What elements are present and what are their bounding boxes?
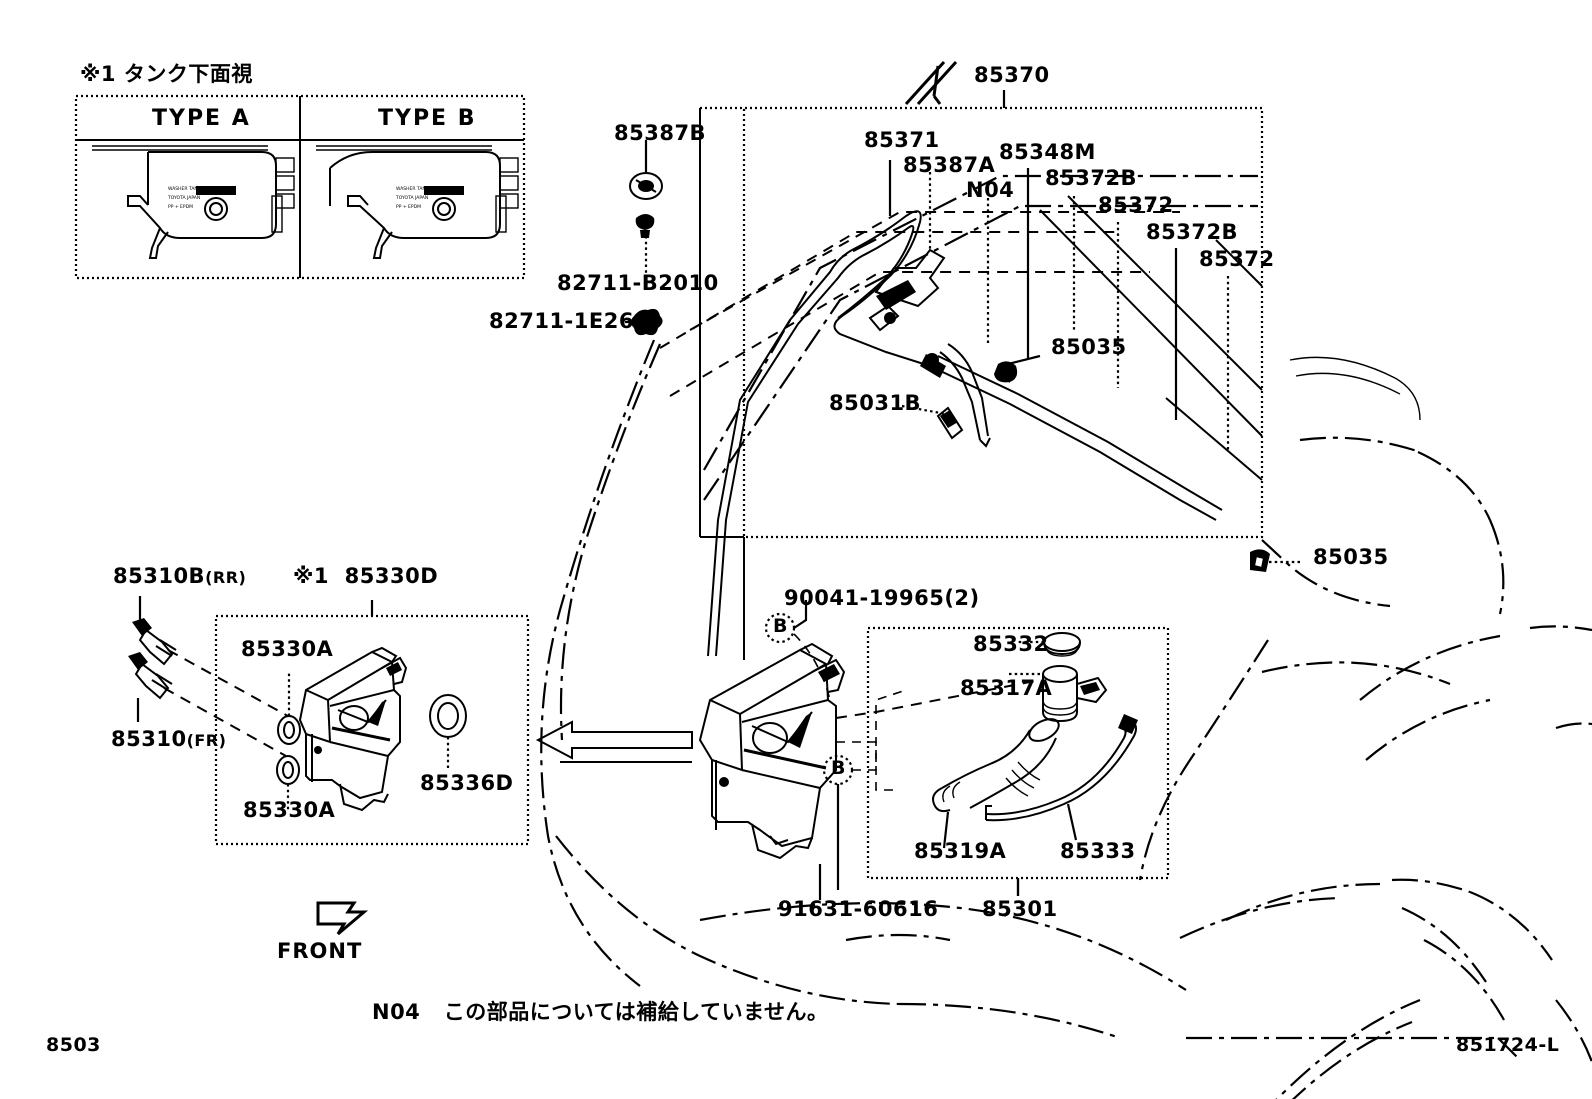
part-label-85372-2: 85372 [1199, 247, 1275, 271]
part-label-85372b-1: 85372B [1045, 166, 1138, 190]
part-label-85370: 85370 [974, 63, 1050, 87]
tank-underside-type-a-art: WASHER TANK TOYOTA JAPAN PP + EPDM [92, 145, 295, 259]
wiper-hatch-mark [904, 60, 958, 106]
expand-arrow [535, 720, 693, 763]
inset-reservoir-art [276, 646, 467, 812]
svg-text:TOYOTA JAPAN: TOYOTA JAPAN [167, 195, 200, 201]
svg-text:PP + EPDM: PP + EPDM [396, 204, 421, 210]
svg-text:TOYOTA JAPAN: TOYOTA JAPAN [395, 195, 428, 201]
part-label-85319a: 85319A [914, 839, 1007, 863]
svg-text:WASHER TANK: WASHER TANK [168, 186, 202, 192]
callout-b-lower [822, 689, 907, 890]
part-label-85336d: 85336D [420, 771, 514, 795]
part-label-85387a: 85387A [903, 153, 996, 177]
callout-b-upper [764, 600, 831, 701]
part-label-91631-60616: 91631-60616 [778, 897, 939, 921]
inset-filler-art [932, 632, 1138, 896]
clip-85035-lower [1250, 549, 1270, 572]
front-direction-arrow [316, 901, 369, 936]
label-leaders [370, 90, 1300, 900]
part-label-85035-upper: 85035 [1051, 335, 1127, 359]
part-label-85372b-2: 85372B [1146, 220, 1239, 244]
part-label-82711-b2010: 82711-B2010 [557, 271, 719, 295]
part-label-85330a-top: 85330A [241, 637, 334, 661]
part-label-n04-marker: N04 [966, 178, 1015, 202]
svg-text:PP + EPDM: PP + EPDM [168, 204, 193, 210]
part-label-85317a: 85317A [960, 676, 1053, 700]
part-label-90041-19965: 90041-19965(2) [784, 586, 980, 610]
pump-motor-85310b-rr [132, 596, 177, 666]
nozzle-85387a [868, 248, 946, 332]
inset-reservoir-title: ※1 85330D [293, 564, 439, 588]
part-label-85387b: 85387B [614, 121, 707, 145]
callout-b-label-upper: B [773, 615, 788, 637]
grommet-85387b [629, 172, 663, 200]
part-label-85310b: 85310B(RR) [113, 564, 247, 588]
front-arrow-label: FRONT [277, 939, 363, 963]
inset-tank-underside-header: ※1 タンク下面視 [80, 62, 253, 86]
part-label-85035-lower: 85035 [1313, 545, 1389, 569]
vehicle-body-contours [540, 339, 1592, 1099]
part-label-82711-1e260: 82711-1E260 [489, 309, 650, 333]
part-label-85348m: 85348M [999, 140, 1096, 164]
clip-82711-b2010 [635, 214, 655, 238]
part-label-85330a-bottom: 85330A [243, 798, 336, 822]
part-label-85372-1: 85372 [1098, 193, 1174, 217]
part-label-85031b: 85031B [829, 391, 922, 415]
inset-filler-title: 85301 [982, 897, 1058, 921]
inset-column-type-b: TYPE B [378, 106, 477, 131]
clip-82711-1e260 [631, 308, 663, 336]
part-label-85332: 85332 [973, 632, 1049, 656]
svg-text:WASHER TANK: WASHER TANK [396, 186, 430, 192]
windshield-outline [659, 174, 1421, 501]
footer-note: N04 この部品については補給していません。 [372, 1000, 829, 1024]
part-label-85333: 85333 [1060, 839, 1136, 863]
sheet-number-right: 851724-L [1456, 1034, 1560, 1056]
tank-underside-type-b-art: WASHER TANK TOYOTA JAPAN PP + EPDM [316, 145, 519, 259]
sheet-number-left: 8503 [46, 1034, 101, 1056]
part-label-85371: 85371 [864, 128, 940, 152]
washer-hose-85371 [707, 210, 1223, 657]
clip-85035-upper [994, 361, 1018, 383]
inset-column-type-a: TYPE A [152, 106, 251, 131]
part-label-85310: 85310(FR) [111, 727, 227, 751]
inset-tank-underside-frame [74, 94, 526, 280]
callout-b-label-lower: B [831, 757, 846, 779]
pump-motor-85310-fr [128, 652, 173, 722]
